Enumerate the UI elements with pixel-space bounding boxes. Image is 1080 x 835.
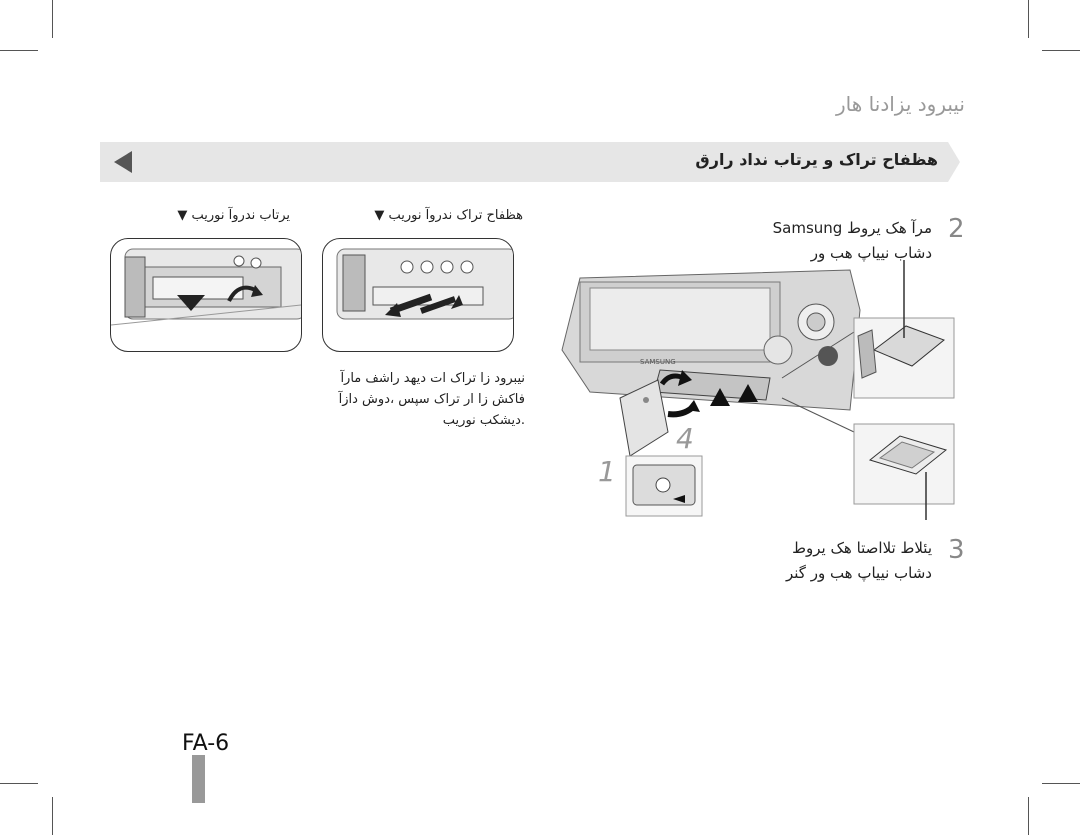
note-line: نیبرود زا تراک ات دیهد راشف مارآ: [340, 371, 525, 386]
crop-mark: [52, 0, 53, 38]
callout-line: [781, 331, 855, 379]
step-number: 3: [948, 535, 965, 565]
compartment-door: [619, 379, 669, 457]
callout-line: [781, 397, 855, 433]
card-removal-illustration: [322, 238, 514, 352]
card-removal-label: هظفاح تراک ندروآ نوریب ▼: [374, 208, 523, 223]
page-number: FA-6: [182, 731, 230, 756]
strap-hole-icon: [818, 346, 838, 366]
step-number: 2: [948, 214, 965, 244]
banner-background: [100, 142, 960, 182]
section-banner: [100, 142, 960, 182]
latch-icon: [655, 477, 671, 493]
camera-illustration: SAMSUNG: [561, 260, 955, 520]
crop-mark: [0, 50, 38, 51]
arrow-icon: [710, 388, 730, 406]
step-text: دشاب نییاپ هب ور: [810, 244, 932, 262]
camera-screen: [589, 287, 771, 351]
crop-mark: [1028, 797, 1029, 835]
card-slot-drawing: [336, 248, 513, 320]
memory-card-icon: [873, 325, 945, 367]
step-text: یئلاط تلااصتا هک یروط: [792, 539, 932, 557]
page-title: نیبرود یزادنا هار: [836, 92, 965, 116]
section-title: هظفاح تراک و یرتاب نداد رارق: [695, 150, 938, 169]
crop-mark: [0, 783, 38, 784]
note-line: فاکش زا ار تراک سپس ،دوش دازآ: [338, 392, 525, 407]
crop-mark: [1028, 0, 1029, 38]
figure-label-4: 4: [676, 422, 694, 455]
battery-removal-label: یرتاب ندروآ نوریب ▼: [177, 208, 290, 223]
battery-removal-illustration: [110, 238, 302, 352]
banner-arrow-icon: [114, 151, 132, 173]
removal-note: نیبرود زا تراک ات دیهد راشف مارآ فاکش زا…: [325, 368, 525, 431]
note-line: .دیشکب نوریب: [442, 413, 525, 428]
battery-slot-drawing: [111, 248, 301, 326]
control-dial-icon: [763, 335, 793, 365]
crop-mark: [52, 797, 53, 835]
camera-brand: SAMSUNG: [640, 358, 676, 366]
arrow-icon: [738, 384, 758, 402]
arrow-icon: [673, 495, 685, 503]
page-tab-marker: [192, 755, 205, 803]
step-text: دشاب نییاپ هب ور گنر: [785, 564, 932, 582]
figure-label-1: 1: [598, 455, 616, 488]
step-text: Samsung مرآ هک یروط: [772, 219, 932, 237]
crop-mark: [1042, 50, 1080, 51]
door-latch-inset: [625, 455, 703, 517]
crop-mark: [1042, 783, 1080, 784]
